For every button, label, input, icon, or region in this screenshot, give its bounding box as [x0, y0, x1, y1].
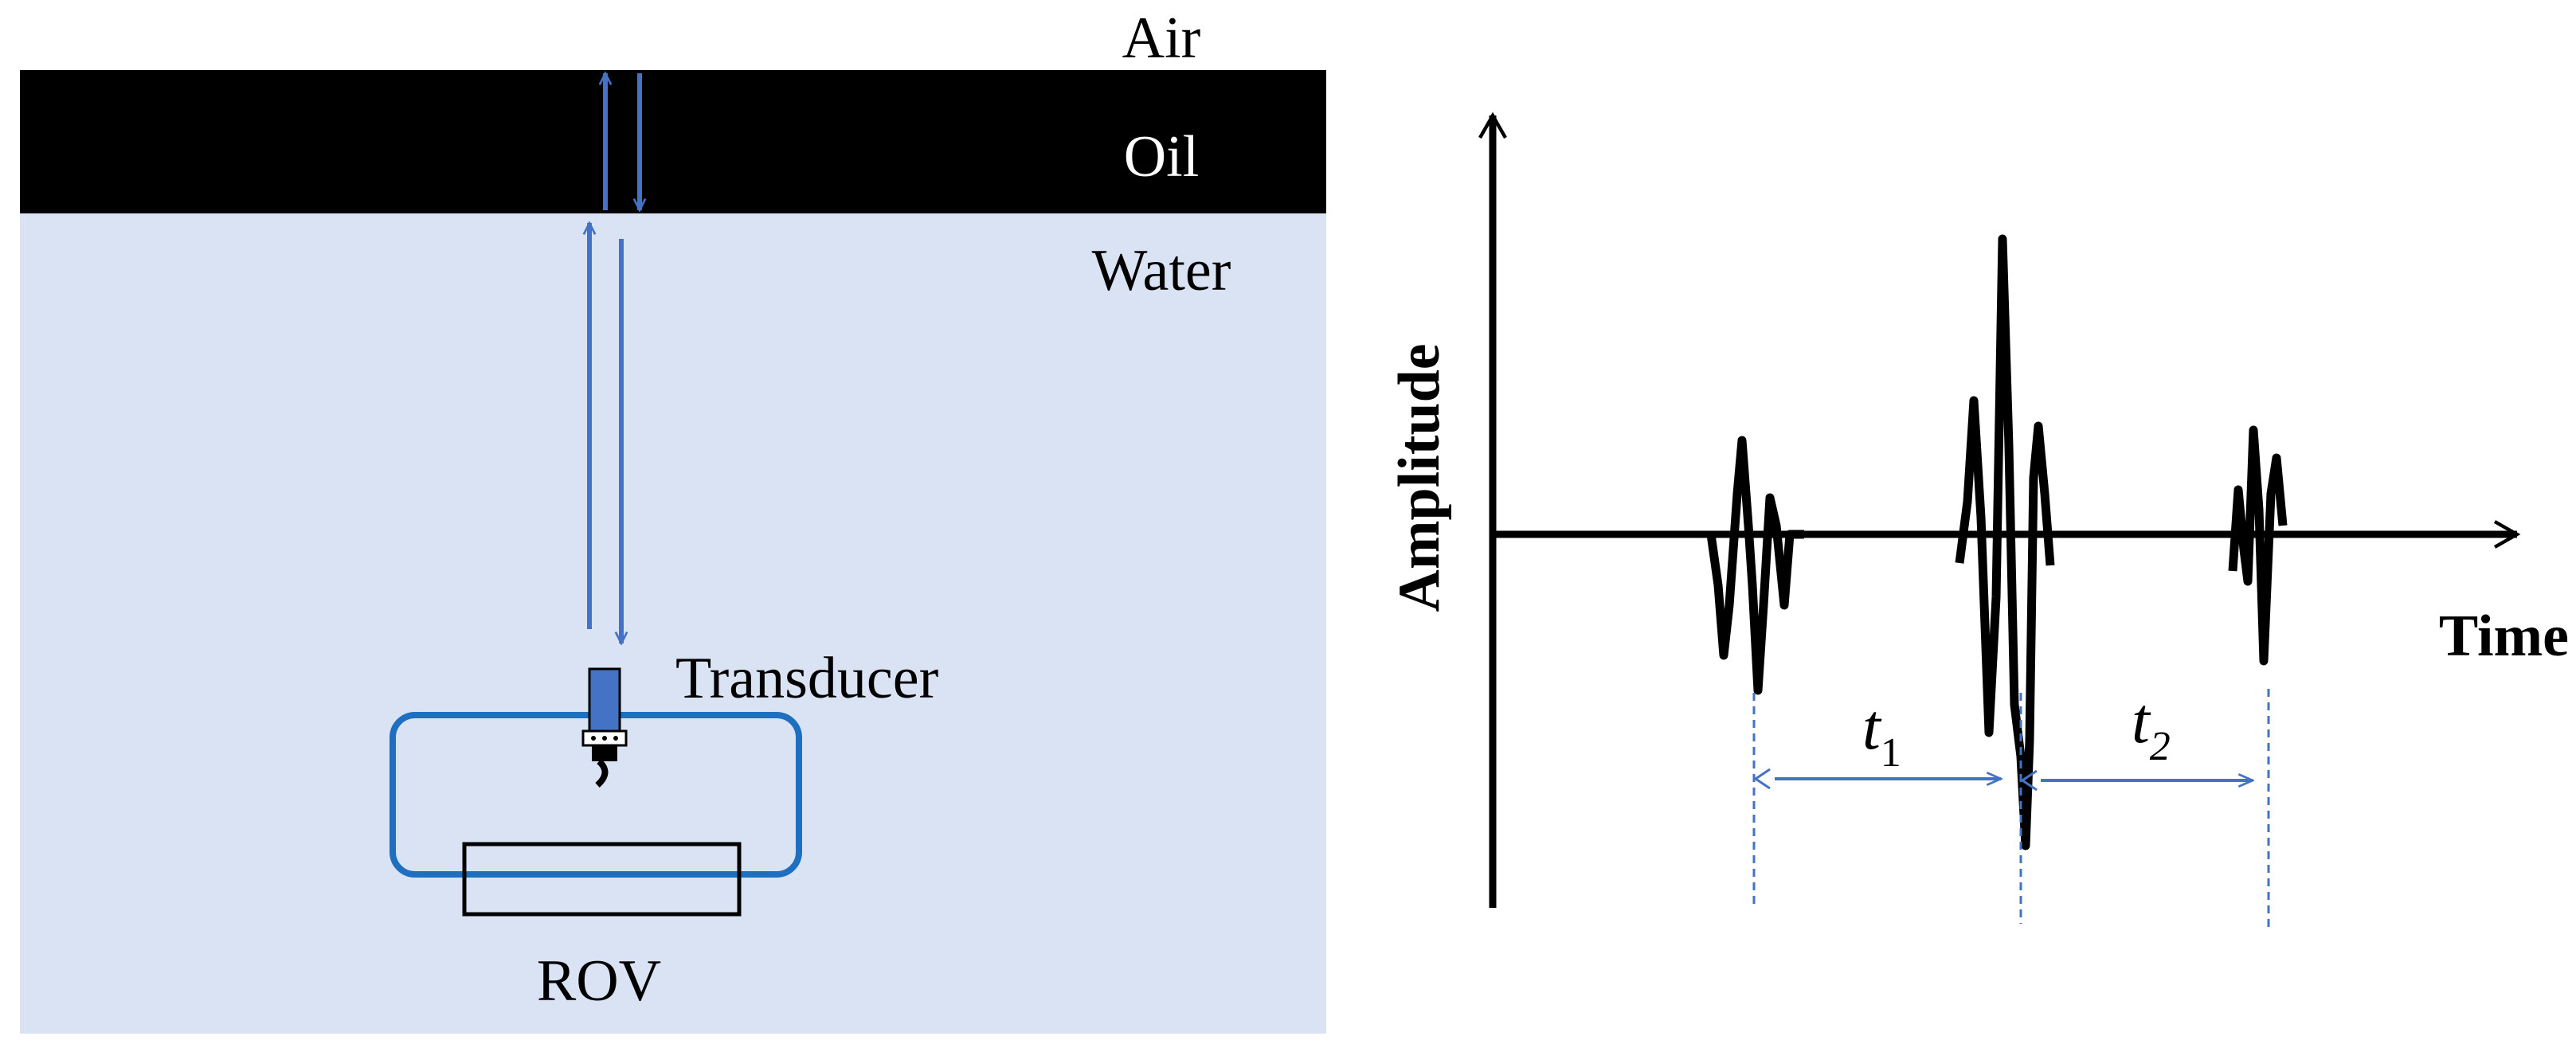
interval-1-subscript: 1 [1881, 730, 1901, 776]
rov-label: ROV [537, 948, 661, 1014]
echo-oil-water-interface [1955, 234, 2055, 850]
water-label: Water [1092, 238, 1231, 303]
interval-1-symbol: t [1862, 690, 1882, 763]
transducer-icon [581, 667, 628, 788]
x-axis-label: Time [2439, 604, 2569, 669]
left-panel: Air Oil Water Transducer ROV [20, 6, 1326, 1034]
right-panel: Amplitude Time t1 t2 [1387, 111, 2569, 928]
interval-2-symbol: t [2132, 684, 2151, 757]
interval-1-label: t1 [1862, 690, 1901, 776]
interval-1-left-head [1753, 768, 1771, 790]
interval-2-label: t2 [2132, 684, 2171, 769]
interval-2-left-head [2020, 769, 2038, 792]
y-axis-label: Amplitude [1387, 343, 1452, 612]
echo-oil-air-interface [2228, 425, 2288, 666]
transducer-label: Transducer [675, 646, 938, 711]
rov-body [462, 842, 742, 917]
oil-label: Oil [1124, 124, 1200, 190]
interval-2-subscript: 2 [2150, 724, 2171, 769]
echo-oil-surface [1706, 436, 1804, 695]
oil-layer [20, 70, 1326, 213]
air-label: Air [1122, 6, 1201, 71]
water-layer [20, 213, 1326, 1034]
